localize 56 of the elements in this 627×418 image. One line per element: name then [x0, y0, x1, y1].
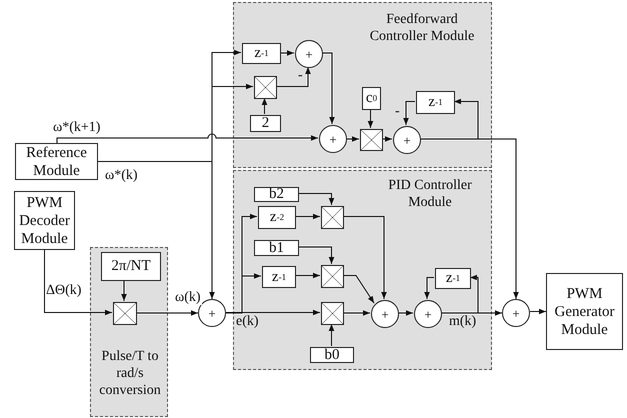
arrow	[398, 310, 414, 316]
arrow	[368, 108, 374, 128]
arrow	[262, 98, 268, 114]
multiplier-block	[113, 302, 137, 325]
summing-junction: +	[371, 300, 399, 328]
arrow	[342, 275, 375, 304]
summing-junction: +	[414, 300, 442, 328]
module-title: Feedforward Controller Module	[368, 11, 476, 45]
multiplier-block	[321, 265, 344, 288]
edge-label: ΔΘ(k)	[45, 283, 82, 298]
module-panel	[233, 170, 492, 370]
module-panel	[233, 2, 492, 168]
arrow	[226, 310, 320, 316]
edge-label: m(k)	[448, 314, 478, 329]
multiplier-block	[360, 129, 383, 151]
arrow	[322, 52, 335, 124]
arrow	[136, 310, 198, 316]
edge-label: ω(k)	[174, 290, 202, 305]
arrow	[294, 272, 320, 278]
gain-block: b2	[254, 187, 299, 202]
edge-label: ω*(k)	[104, 168, 139, 183]
arrow	[342, 310, 370, 316]
arrow	[403, 101, 416, 126]
arrow	[342, 216, 387, 300]
arrow	[530, 308, 546, 314]
edge-label: ω*(k+1)	[52, 120, 102, 135]
module-title: Pulse/T to rad/s conversion	[98, 348, 162, 399]
summing-junction: +	[393, 126, 421, 154]
arrow	[280, 50, 294, 56]
arrow	[44, 250, 112, 316]
arrow	[121, 280, 127, 302]
arrow	[346, 136, 360, 142]
module-box: PWM Decoder Module	[14, 191, 75, 250]
arrow	[382, 136, 392, 142]
arrow	[276, 66, 311, 87]
module-box: Reference Module	[15, 143, 98, 180]
module-title: PID Controller Module	[387, 177, 473, 211]
arrow	[424, 277, 434, 300]
summing-junction: +	[502, 299, 530, 327]
multiplier-block	[321, 206, 344, 229]
arrow	[328, 324, 334, 346]
arrow	[298, 246, 334, 264]
arrow	[298, 193, 334, 206]
module-panel	[90, 247, 168, 417]
gain-block: 2	[250, 115, 281, 132]
summing-junction: +	[319, 125, 347, 153]
gain-block: b1	[254, 240, 299, 256]
summing-junction: +	[295, 40, 323, 68]
multiplier-block	[321, 302, 344, 325]
arrow	[98, 161, 215, 300]
multiplier-block	[254, 76, 277, 99]
gain-block: 2π/NT	[101, 252, 161, 281]
gain-block: b0	[310, 347, 354, 363]
edge-label: e(k)	[235, 314, 260, 329]
arrow	[294, 214, 320, 220]
module-box: PWM Generator Module	[546, 273, 623, 350]
